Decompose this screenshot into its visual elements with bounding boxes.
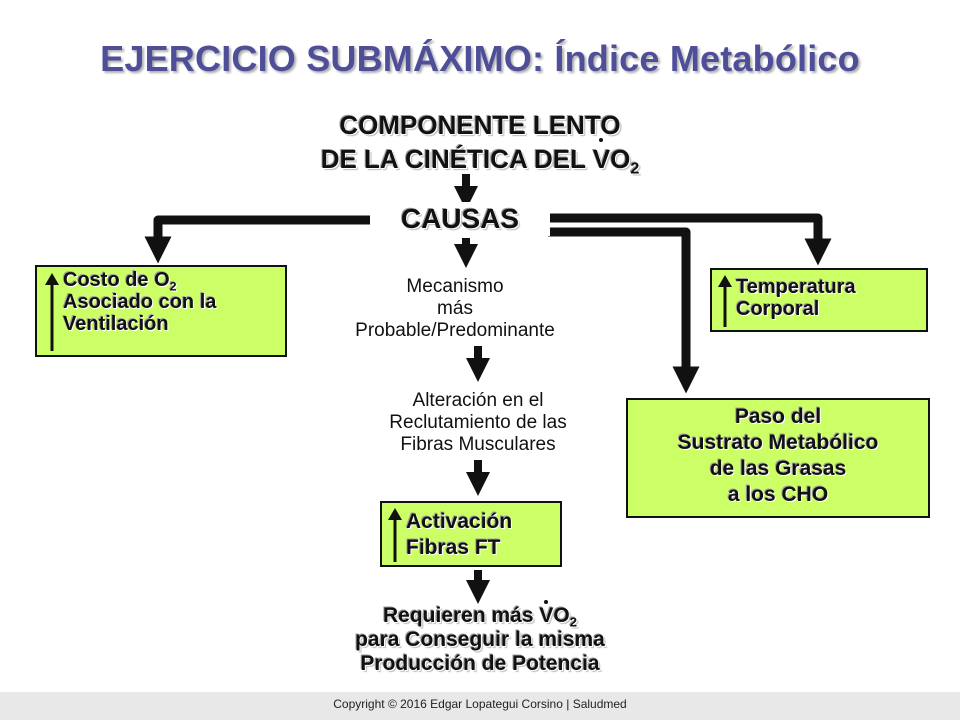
temperatura-line-2: Corporal xyxy=(736,298,820,320)
costo-text: Costo de O2 Asociado con la Ventilación xyxy=(63,269,216,335)
activacion-line-2: Fibras FT xyxy=(406,536,501,559)
componente-line-2-prefix: DE LA CINÉTICA DEL xyxy=(320,144,593,174)
activacion-line-1: Activación xyxy=(406,510,513,533)
requieren-line-2: para Conseguir la misma xyxy=(355,628,605,651)
requieren-line-1-prefix: Requieren más xyxy=(382,604,540,627)
page-title: EJERCICIO SUBMÁXIMO: Índice Metabólico xyxy=(100,38,860,79)
paso-line-1: Paso del xyxy=(734,405,822,428)
alteracion-line-1: Alteración en el xyxy=(412,390,544,411)
activacion-text: Activación Fibras FT xyxy=(406,509,512,561)
requieren-text: Requieren más VO2 para Conseguir la mism… xyxy=(280,600,680,676)
vo2-v: V xyxy=(539,600,554,627)
mecanismo-line-3: Probable/Predominante xyxy=(355,320,555,341)
temperatura-text: Temperatura Corporal xyxy=(736,276,856,320)
causas-label: CAUSAS xyxy=(370,202,550,236)
paso-line-3: de las Grasas xyxy=(709,457,847,480)
vo2-o: O xyxy=(553,604,570,627)
mecanismo-line-2: más xyxy=(437,298,473,319)
requieren-line-1: Requieren más VO2 xyxy=(280,600,680,630)
activacion-box: Activación Fibras FT xyxy=(380,501,562,567)
costo-line-1: Costo de O2 xyxy=(63,269,216,294)
alteracion-line-3: Fibras Musculares xyxy=(400,434,556,455)
alteracion-line-2: Reclutamiento de las xyxy=(389,412,567,433)
copyright-footer: Copyright © 2016 Edgar Lopategui Corsino… xyxy=(0,692,960,720)
paso-line-2: Sustrato Metabólico xyxy=(677,431,879,454)
temperatura-line-1: Temperatura xyxy=(736,276,856,298)
paso-line-4: a los CHO xyxy=(727,483,829,506)
vo2-v: V xyxy=(592,138,611,174)
componente-line-1: COMPONENTE LENTO xyxy=(339,110,621,140)
vo2-subscript: 2 xyxy=(630,159,640,178)
requieren-line-3: Producción de Potencia xyxy=(360,652,600,675)
alteracion-text: Alteración en el Reclutamiento de las Fi… xyxy=(298,390,658,456)
mecanismo-line-1: Mecanismo xyxy=(406,276,504,297)
costo-line-3: Ventilación xyxy=(63,313,169,335)
vo2-subscript: 2 xyxy=(569,614,577,630)
arrow-causas-to-paso xyxy=(548,227,700,394)
paso-box: Paso del Sustrato Metabólico de las Gras… xyxy=(626,398,930,518)
costo-line-2: Asociado con la xyxy=(63,291,217,313)
paso-text: Paso del Sustrato Metabólico de las Gras… xyxy=(628,404,928,508)
temperatura-box: Temperatura Corporal xyxy=(710,268,928,332)
vo2-o: O xyxy=(610,144,631,174)
componente-line-2: DE LA CINÉTICA DEL VO2 xyxy=(230,138,730,178)
up-arrow-icon xyxy=(45,273,59,351)
costo-box: Costo de O2 Asociado con la Ventilación xyxy=(35,265,287,357)
o2-subscript: 2 xyxy=(169,279,177,294)
up-arrow-icon xyxy=(718,275,732,327)
costo-line-1-prefix: Costo de O xyxy=(63,269,170,291)
componente-lento-heading: COMPONENTE LENTO DE LA CINÉTICA DEL VO2 xyxy=(230,108,730,178)
up-arrow-icon xyxy=(388,508,402,562)
arrow-causas-to-temperatura xyxy=(548,213,832,266)
mecanismo-text: Mecanismo más Probable/Predominante xyxy=(300,276,610,342)
arrow-causas-to-costo xyxy=(144,215,372,264)
